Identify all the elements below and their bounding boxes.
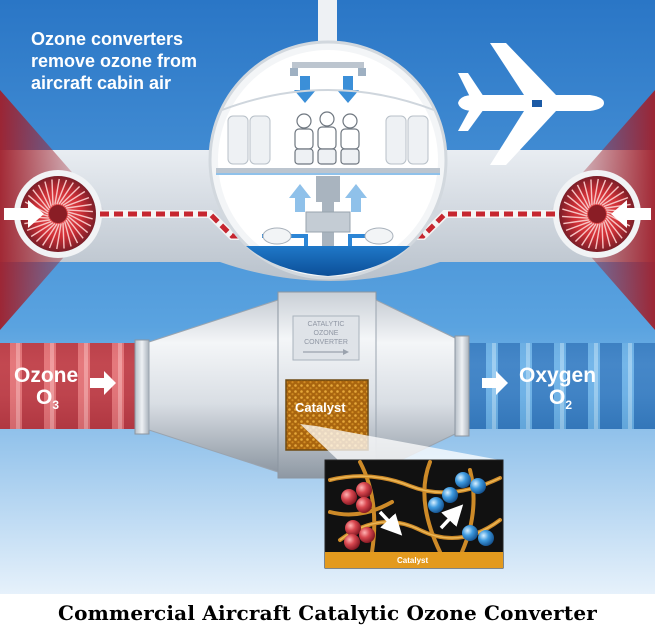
fan-blade: [574, 223, 595, 243]
fan-blade: [26, 220, 52, 232]
fan-blade: [54, 178, 60, 205]
fan-blade: [67, 211, 93, 220]
fan-blade: [37, 184, 51, 209]
fan-blade: [67, 213, 92, 227]
fan-blade: [56, 179, 68, 205]
fan-blade: [64, 221, 72, 247]
fan-blade: [599, 185, 620, 205]
fan-blade: [563, 219, 590, 225]
ozone-formula: O3: [36, 386, 59, 412]
fan-blade: [563, 201, 588, 215]
fan-blade: [590, 179, 593, 206]
tail-fin: [318, 0, 337, 46]
fan-blade: [62, 222, 65, 249]
fan-blade: [62, 190, 86, 206]
fan-blade: [65, 219, 79, 244]
fan-blade: [587, 223, 599, 249]
fan-blade: [60, 185, 81, 205]
fan-blade: [571, 189, 589, 211]
fan-blade: [67, 215, 89, 234]
fan-blade: [603, 221, 611, 247]
fan-blade: [42, 223, 58, 246]
fan-blade: [576, 184, 590, 209]
catalyst-inset: [324, 459, 504, 569]
fan-blade: [583, 181, 591, 207]
fan-blade: [593, 178, 599, 205]
oxygen-label: Oxygen: [519, 364, 596, 387]
fan-blade: [44, 181, 52, 207]
fan-blade: [569, 222, 593, 238]
plate-line-2: OZONE: [314, 330, 339, 337]
fan-blade: [56, 223, 62, 250]
ozone-converter-unit: [134, 291, 470, 479]
plate-line-3: CONVERTER: [304, 339, 348, 346]
fan-blade: [606, 215, 628, 234]
fan-blade: [27, 194, 49, 213]
fan-blade: [64, 196, 90, 208]
figure-caption: Commercial Aircraft Catalytic Ozone Conv…: [0, 594, 655, 632]
headline-line-1: Ozone converters: [31, 29, 183, 49]
fan-blade: [603, 196, 629, 208]
airflow-arrow-icon: [4, 200, 44, 228]
fan-blade: [67, 209, 93, 213]
airplane-silhouette-icon: [458, 43, 604, 165]
fan-blade: [595, 179, 607, 205]
catalyst-window-label: Catalyst: [295, 400, 346, 415]
fan-blade: [581, 223, 597, 246]
fan-blade: [605, 217, 623, 239]
fan-blade: [565, 220, 591, 232]
fan-blade: [562, 208, 588, 217]
fan-blade: [595, 223, 601, 250]
plate-line-1: CATALYTIC: [308, 321, 345, 328]
catalyst-inset-label: Catalyst: [397, 556, 428, 565]
fan-blade: [51, 179, 54, 206]
fan-blade: [32, 189, 50, 211]
fan-blade: [66, 217, 84, 239]
fuselage-cross-section: [208, 40, 448, 280]
ozone-label: Ozone: [14, 364, 78, 387]
fan-blade: [601, 190, 625, 206]
callout-wedge: [300, 424, 500, 460]
airflow-arrow-icon: [482, 371, 508, 395]
oxygen-formula: O2: [549, 386, 572, 412]
headline-line-3: aircraft cabin air: [31, 73, 171, 93]
fan-blade: [562, 215, 588, 219]
fan-blade: [604, 219, 618, 244]
fan-blade: [35, 223, 56, 243]
fan-blade: [48, 223, 60, 249]
fan-blade: [58, 182, 74, 205]
fan-blade: [30, 222, 54, 238]
fan-blade: [601, 222, 604, 249]
airflow-arrow-icon: [611, 200, 651, 228]
headline-line-2: remove ozone from: [31, 51, 197, 71]
fan-blade: [65, 203, 92, 209]
airflow-arrow-icon: [90, 371, 116, 395]
fan-blade: [597, 182, 613, 205]
fan-blade: [566, 194, 588, 213]
